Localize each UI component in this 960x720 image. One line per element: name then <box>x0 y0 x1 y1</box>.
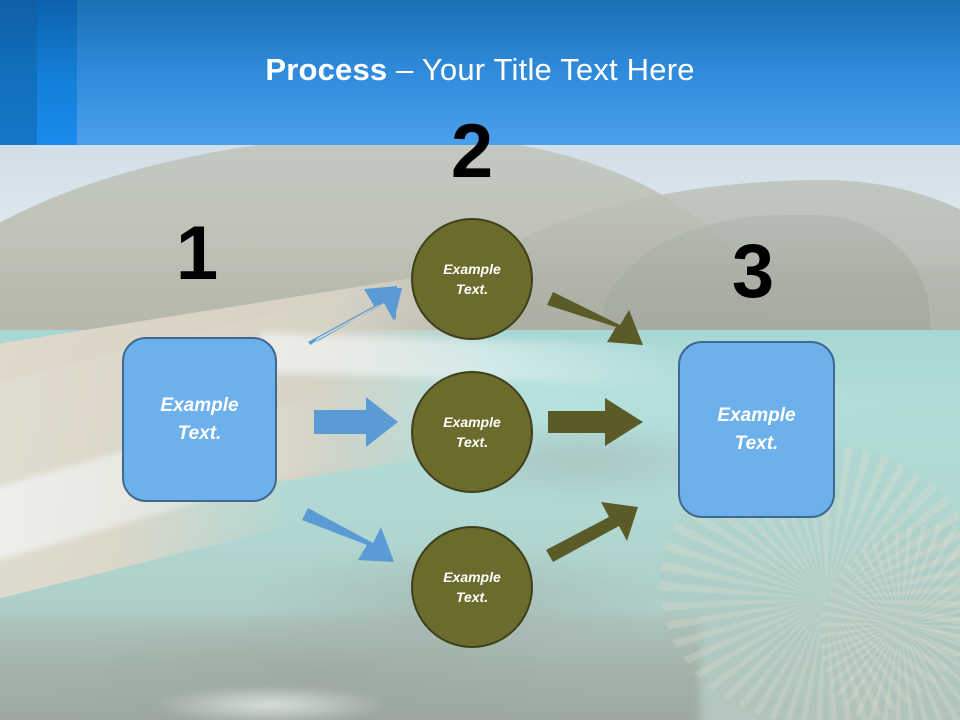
process-circle-top[interactable]: Example Text. <box>411 218 533 340</box>
title-bar: Process – Your Title Text Here <box>0 0 960 145</box>
photo-foam <box>150 685 390 720</box>
process-box-input-label: Example Text. <box>160 394 239 444</box>
page-title-rest: – Your Title Text Here <box>387 52 695 87</box>
step-number-2: 2 <box>450 109 494 194</box>
process-circle-middle[interactable]: Example Text. <box>411 371 533 493</box>
step-number-1: 1 <box>175 211 219 296</box>
step-number-3: 3 <box>731 229 775 314</box>
process-circle-middle-label: Example Text. <box>443 413 501 450</box>
title-bar-stripe-bright <box>37 0 77 145</box>
process-box-output-label: Example Text. <box>717 404 796 454</box>
process-box-input[interactable]: Example Text. <box>122 337 277 502</box>
process-circle-bottom[interactable]: Example Text. <box>411 526 533 648</box>
process-circle-top-label: Example Text. <box>443 260 501 297</box>
title-bar-stripe-dark <box>0 0 37 145</box>
page-title-bold: Process <box>265 52 388 87</box>
process-box-output[interactable]: Example Text. <box>678 341 835 518</box>
process-circle-bottom-label: Example Text. <box>443 568 501 605</box>
page-title: Process – Your Title Text Here <box>0 50 960 90</box>
title-bar-background <box>0 0 960 145</box>
